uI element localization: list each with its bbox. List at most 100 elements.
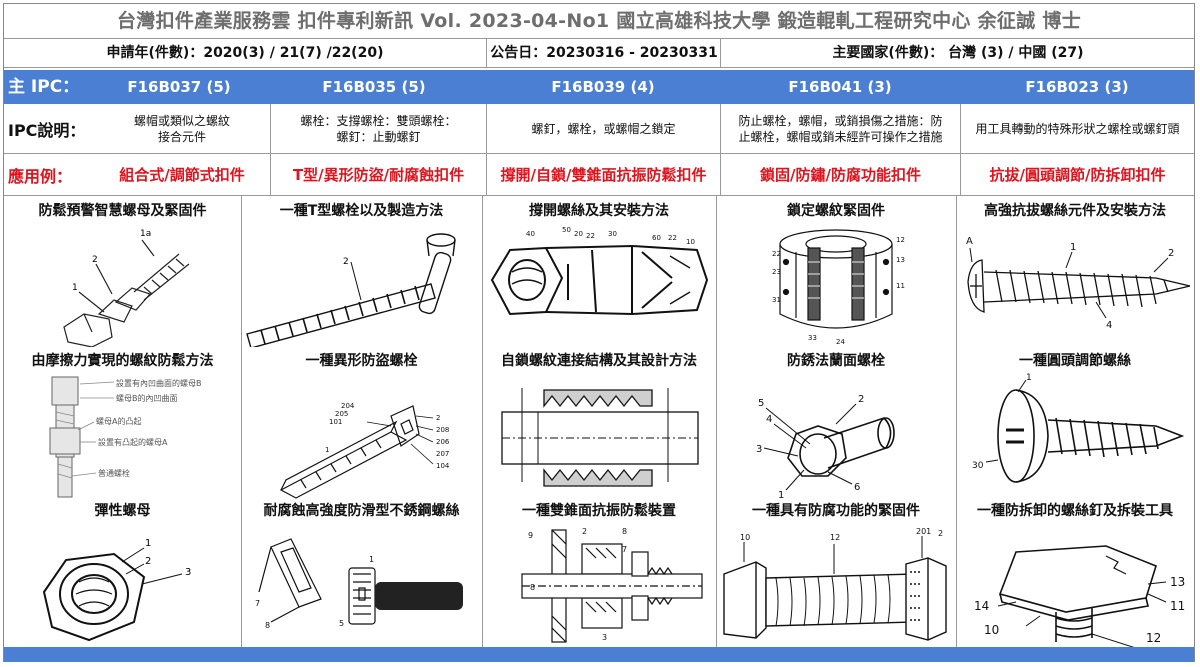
patent-card[interactable]: 一種防拆卸的螺絲釘及拆裝工具 1410 131112 [956,500,1194,647]
ipc-label: 主 IPC： [8,70,79,104]
patent-title: 自鎖螺紋連接結構及其設計方法 [482,350,716,370]
svg-text:104: 104 [436,462,450,470]
application-item: 組合式/調節式扣件 [94,154,270,195]
locking-thread-drawing: 222331 121311 3324 [716,222,956,347]
application-row: 應用例： 組合式/調節式扣件 T型/異形防盜/耐腐蝕扣件 撐開/自鎖/雙錐面抗振… [4,154,1194,196]
svg-text:2: 2 [145,556,151,567]
ipc-code: F16B037 (5) [94,70,264,104]
anti-disassembly-screw-drawing: 1410 131112 [956,522,1194,647]
svg-text:101: 101 [329,418,342,426]
svg-text:10: 10 [740,533,750,542]
patent-card[interactable]: 一種具有防腐功能的緊固件 10122012 [716,500,956,647]
application-item: T型/異形防盜/耐腐蝕扣件 [270,154,486,195]
patent-title: 一種圓頭調節螺絲 [956,350,1194,370]
publication-dates: 公告日：20230316 - 20230331 [486,39,721,67]
drawing-label: 設置有凸起的螺母A [98,437,168,447]
drawing-label: 螺母A的凸起 [96,416,141,426]
svg-text:20: 20 [574,230,583,238]
patent-card[interactable]: 高強抗拔螺絲元件及安裝方法 A124 [956,200,1194,348]
svg-text:13: 13 [1170,575,1185,589]
svg-text:3: 3 [185,567,191,578]
anti-theft-bolt-drawing: 204205101 2208206 2071041 [241,372,482,500]
footer-bar [4,647,1194,662]
patent-card[interactable]: 一種雙錐面抗振防鬆裝置 928 783 [482,500,716,647]
svg-text:12: 12 [1146,631,1161,645]
patent-title: 撐開螺絲及其安裝方法 [482,200,716,220]
svg-text:50: 50 [562,226,571,234]
svg-text:2: 2 [436,414,440,422]
patent-card[interactable]: 撐開螺絲及其安裝方法 405020 223060 2210 [482,200,716,348]
patent-card[interactable]: 彈性螺母 1 2 3 [4,500,241,647]
svg-text:2: 2 [343,257,349,267]
svg-text:3: 3 [602,633,607,642]
patent-card[interactable]: 鎖定螺紋緊固件 222331 121311 3324 [716,200,956,348]
patent-card[interactable]: 自鎖螺紋連接結構及其設計方法 [482,350,716,500]
svg-text:8: 8 [530,583,535,592]
svg-text:10: 10 [984,623,999,637]
svg-text:5: 5 [758,398,764,409]
patent-card[interactable]: 防鬆預警智慧螺母及緊固件 1a 2 1 [4,200,241,348]
svg-text:1: 1 [325,446,329,454]
svg-text:2: 2 [92,255,98,265]
svg-text:22: 22 [772,250,781,258]
patent-title: 一種具有防腐功能的緊固件 [716,500,956,520]
svg-text:8: 8 [265,621,270,630]
smart-nut-drawing: 1a 2 1 [4,222,241,347]
ipc-code: F16B023 (3) [960,70,1194,104]
anti-slip-screw-drawing: 7851 [241,522,482,647]
svg-text:3: 3 [756,444,762,455]
svg-text:24: 24 [836,338,845,346]
pullout-screw-drawing: A124 [956,222,1194,347]
round-head-screw-drawing: 130 [956,372,1194,500]
svg-text:201: 201 [916,527,931,536]
patent-title: 一種雙錐面抗振防鬆裝置 [482,500,716,520]
svg-text:2: 2 [1168,248,1174,259]
ipc-desc: 螺帽或類似之螺紋 接合元件 [94,104,270,153]
patent-card[interactable]: 由摩擦力實現的螺紋防鬆方法 設置有內凹曲面的螺母B 螺母B的內凹曲面 螺母A的凸… [4,350,241,500]
patent-title: 由摩擦力實現的螺紋防鬆方法 [4,350,241,370]
t-bolt-drawing: 2 [241,222,482,347]
svg-text:14: 14 [974,599,989,613]
main-countries: 主要國家(件數)： 台灣 (3) / 中國 (27) [720,39,1195,67]
svg-text:6: 6 [854,482,860,493]
meta-row: 申請年(件數)：2020(3) / 21(7) /22(20) 公告日：2023… [4,38,1194,68]
application-years: 申請年(件數)：2020(3) / 21(7) /22(20) [4,39,486,67]
patent-title: 一種異形防盜螺栓 [241,350,482,370]
svg-text:206: 206 [436,438,450,446]
application-label: 應用例： [8,163,72,187]
svg-text:4: 4 [766,414,772,425]
svg-text:12: 12 [830,533,840,542]
patent-title: 高強抗拔螺絲元件及安裝方法 [956,200,1194,220]
patent-card[interactable]: 防銹法蘭面螺栓 543 216 [716,350,956,500]
svg-text:204: 204 [341,402,355,410]
ipc-description-row: IPC說明： 螺帽或類似之螺紋 接合元件 螺栓：支撐螺栓：雙頭螺栓： 螺釘：止動… [4,104,1194,154]
flange-bolt-drawing: 543 216 [716,372,956,500]
patent-title: 一種T型螺栓以及製造方法 [241,200,482,220]
svg-text:207: 207 [436,450,449,458]
drawing-label: 設置有內凹曲面的螺母B [116,378,202,388]
patent-title: 耐腐蝕高強度防滑型不銹鋼螺絲 [241,500,482,520]
svg-text:2: 2 [582,527,587,536]
patent-card[interactable]: 耐腐蝕高強度防滑型不銹鋼螺絲 7851 [241,500,482,647]
ipc-code: F16B039 (4) [486,70,720,104]
ipc-code: F16B035 (5) [270,70,478,104]
patent-title: 鎖定螺紋緊固件 [716,200,956,220]
svg-text:22: 22 [586,232,595,240]
ipc-desc-label: IPC說明： [8,117,85,141]
svg-text:1: 1 [1026,373,1032,383]
svg-text:12: 12 [896,236,905,244]
drawing-label: 普通螺栓 [98,468,130,478]
ipc-desc: 防止螺栓，螺帽，或銷損傷之措施：防 止螺栓，螺帽或銷未經許可操作之措施 [720,104,960,153]
patent-card[interactable]: 一種T型螺栓以及製造方法 2 [241,200,482,348]
svg-text:9: 9 [528,531,533,540]
svg-text:2: 2 [858,394,864,405]
ipc-bar: 主 IPC： F16B037 (5) F16B035 (5) F16B039 (… [4,70,1194,104]
friction-lock-drawing: 設置有內凹曲面的螺母B 螺母B的內凹曲面 螺母A的凸起 設置有凸起的螺母A 普通… [4,372,241,500]
patent-card[interactable]: 一種異形防盜螺栓 204205101 2208206 2071041 [241,350,482,500]
page-title: 台灣扣件產業服務雲 扣件專利新訊 Vol. 2023-04-No1 國立高雄科技… [4,4,1194,38]
patent-title: 防銹法蘭面螺栓 [716,350,956,370]
svg-text:1: 1 [369,555,374,564]
self-lock-thread-drawing [482,372,716,500]
application-item: 鎖固/防鏽/防腐功能扣件 [720,154,960,195]
patent-card[interactable]: 一種圓頭調節螺絲 130 [956,350,1194,500]
